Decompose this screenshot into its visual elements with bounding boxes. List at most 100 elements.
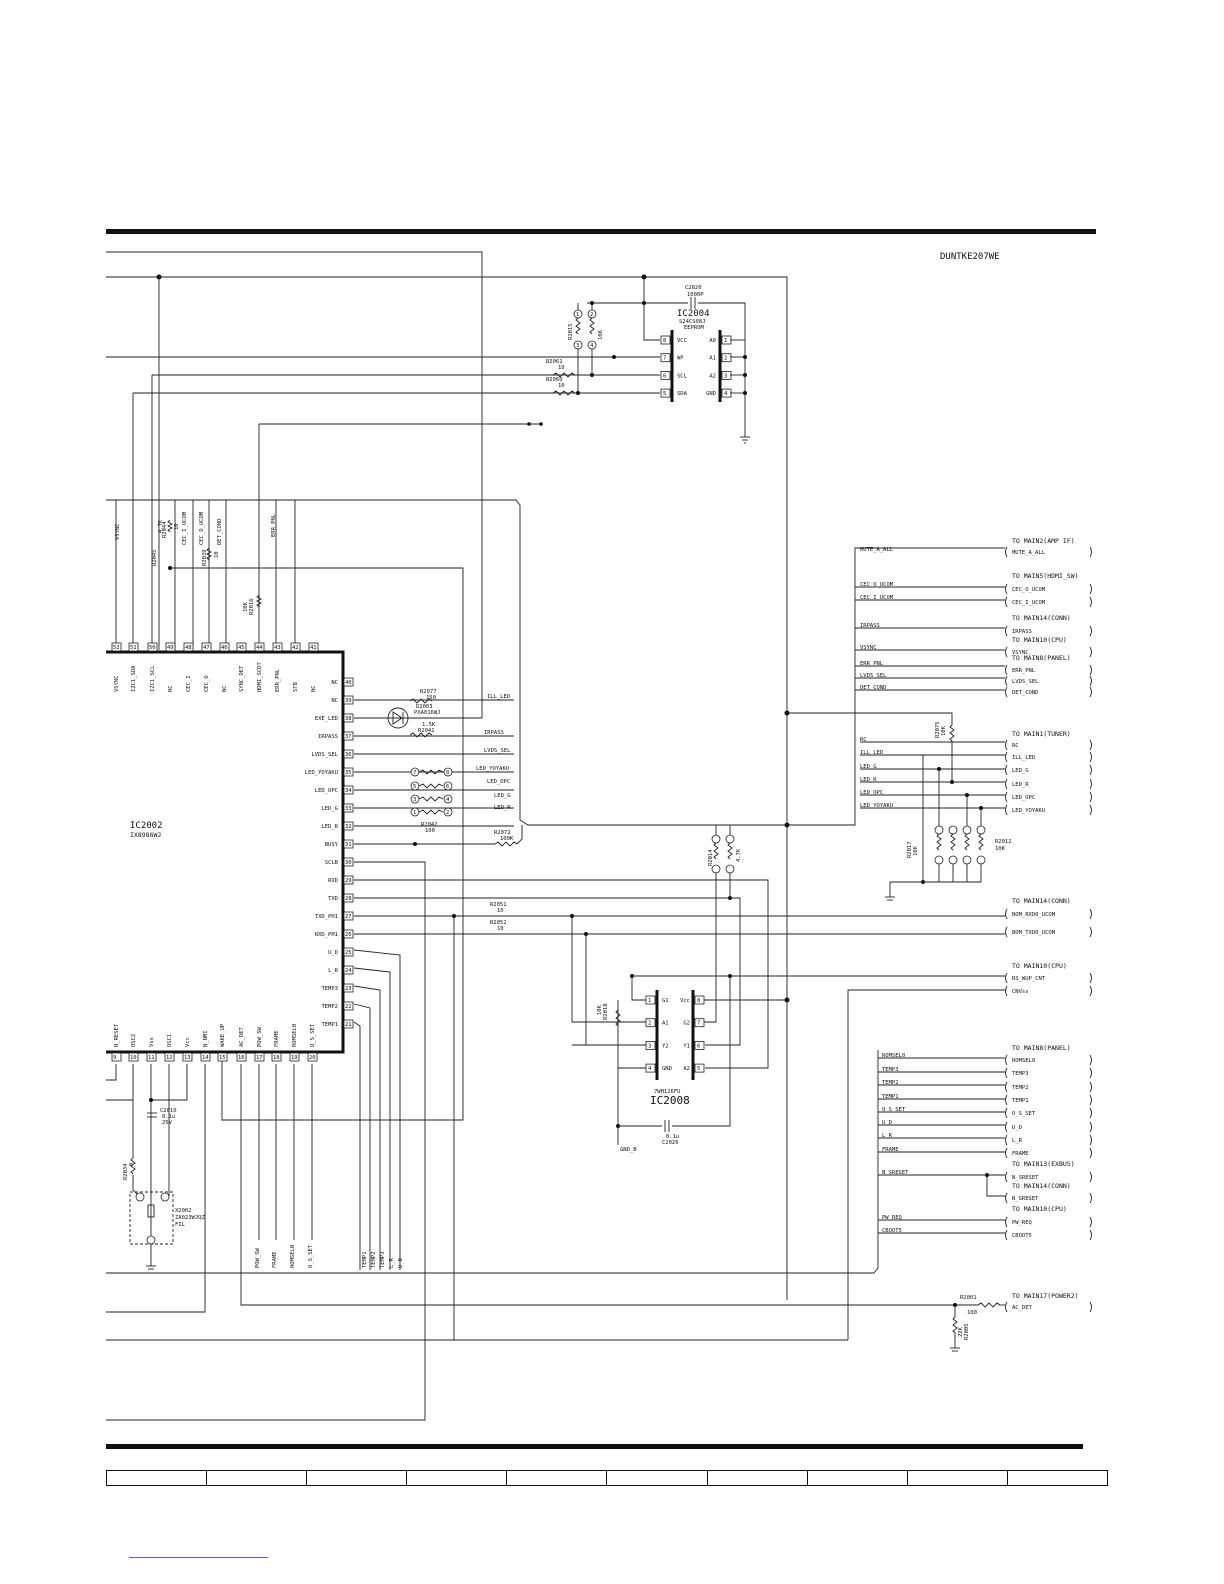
ic2008-pin-signal: Y2 [662,1043,669,1049]
svg-text:10K: 10K [597,1004,603,1015]
ic2002-pin [307,1052,318,1062]
connector-signal: ILL_LED [1012,755,1035,761]
svg-text:R2061: R2061 [546,359,563,365]
svg-text:L_R: L_R [389,1257,395,1268]
ic2004-pin-signal: SCL [677,373,688,379]
ic2002-pin-number: 38 [345,716,352,722]
junction [965,793,969,797]
ic2002-pin-number: 22 [345,1004,352,1010]
connector-signal: LED_OPC [1012,795,1035,801]
ic2002-pin-number: 39 [345,698,352,704]
connector-signal: O_S_SET [1012,1111,1036,1117]
ic2002-pin-number: 15 [219,1055,226,1061]
svg-text:7: 7 [413,770,416,776]
junction [452,914,456,918]
svg-text:TEMP3: TEMP3 [380,1251,386,1268]
title-block-cell [808,1471,908,1485]
svg-text:6: 6 [446,784,449,790]
ic2002-pin-number: 40 [345,680,352,686]
ic2002-pin-signal: LED_YOYAKU [305,770,338,776]
svg-text:LED_YOYAKU: LED_YOYAKU [860,803,893,809]
svg-text:FIL: FIL [175,1222,186,1228]
svg-text:10: 10 [497,908,504,914]
ic2004-pin-number: 5 [663,391,666,397]
ic2002-pin [111,642,122,652]
svg-text:R2034: R2034 [123,1163,129,1180]
svg-text:N_SRESET: N_SRESET [882,1170,909,1176]
svg-text:150: 150 [426,695,436,701]
ic2002-pin-signal: TEMP1 [321,1022,338,1028]
junction [413,842,417,846]
svg-text:7WH126FU: 7WH126FU [654,1089,681,1095]
ic2002-pin-number: 50 [149,645,156,651]
svg-text:FRAME: FRAME [272,1251,278,1268]
connector-bracket [1089,778,1092,790]
junction [985,1173,989,1177]
title-block-cell [1008,1471,1107,1485]
connector-destination: TO MAIN10(CPU) [1012,962,1067,970]
d2003-led: R2077 150 D2003 PXA016WJ 1.5K R2041 [387,689,441,738]
connector-bracket [1005,664,1008,676]
ic2004-pin-number: 8 [663,338,666,344]
connector-bracket [1005,546,1008,558]
svg-text:DET_COND: DET_COND [860,685,887,691]
title-block-cell [908,1471,1008,1485]
svg-text:LVDS_SEL: LVDS_SEL [860,673,887,679]
svg-text:100K: 100K [500,836,514,842]
ic2002-pin-signal: LVDS_SEL [312,752,339,758]
r2039-group: R2039 10 [202,547,220,566]
svg-text:R2012: R2012 [995,839,1012,845]
r2051-r2052: R2051 10 R2052 10 [490,902,507,932]
ic2002-pin-signal: POW_SW [257,1026,263,1047]
ic2002-right-pins: 40NC39NC38EXE_LED37IRPASS36LVDS_SEL35LED… [305,677,354,1029]
connector-bracket [1005,1216,1008,1228]
ic2002-pin [146,1052,157,1062]
ic2002-pin-signal: VSYNC [114,675,120,692]
connector-signal: CBOOT5 [1012,1233,1032,1239]
ic2004-pin-number: 1 [724,338,727,344]
svg-text:10K: 10K [598,329,604,340]
ic2002-pin [217,1052,228,1062]
ic2002-pin [343,749,354,759]
connector-signal: PW_REQ [1012,1220,1032,1226]
connector-bracket [1089,625,1092,637]
ic2002-pin-number: 51 [130,645,137,651]
ic2002-pin-signal: BUSY [325,842,339,848]
connector-bracket [1089,972,1092,984]
ic2002-pin-number: 49 [167,645,174,651]
connector-bracket [1089,926,1092,938]
connector-bracket [1005,1067,1008,1079]
svg-text:10K: 10K [243,601,249,612]
connector-bracket [1005,1229,1008,1241]
ic2002-pin [201,642,212,652]
ic2008-pin-signal: A1 [662,1021,669,1027]
connector-bracket [1089,1147,1092,1159]
junction [642,301,646,305]
footer-link-underline[interactable] [129,1557,268,1558]
svg-text:8: 8 [446,770,449,776]
ic2004-pin-signal: A1 [709,356,716,362]
ic2004-pin-signal: SDA [677,391,688,397]
ic2002-pin-signal: OSC1 [167,1034,173,1047]
svg-text:1.5K: 1.5K [422,722,436,728]
svg-text:CEC_I_UCOM: CEC_I_UCOM [860,595,894,601]
ic2002-pin [128,1052,139,1062]
ic2002-pin-number: 44 [256,645,263,651]
svg-text:X2002: X2002 [175,1208,192,1214]
connector-bracket [1005,1147,1008,1159]
ic2002-body [106,650,345,1054]
connector-signal: BOM_TXD0_UCOM [1012,930,1056,936]
ic2002-pin-signal: RXD [328,878,338,884]
ic2002-pin-signal: Vcc [185,1037,191,1047]
svg-text:TEMP2: TEMP2 [371,1251,377,1268]
connector-destination: TO MAIN10(CPU) [1012,1205,1067,1213]
connector-signal: RS_WUP_CNT [1012,976,1046,982]
ic2002-pin-number: 47 [203,645,210,651]
connector-bracket [1005,675,1008,687]
ic2004-pin-signal: A0 [709,338,716,344]
svg-text:R2077: R2077 [420,689,437,695]
r2016-group: R2016 10K [243,594,263,615]
svg-text:LED_R: LED_R [494,805,511,811]
connector-bracket [1005,1121,1008,1133]
ic2002-pin-signal: CEC_I [186,675,192,692]
